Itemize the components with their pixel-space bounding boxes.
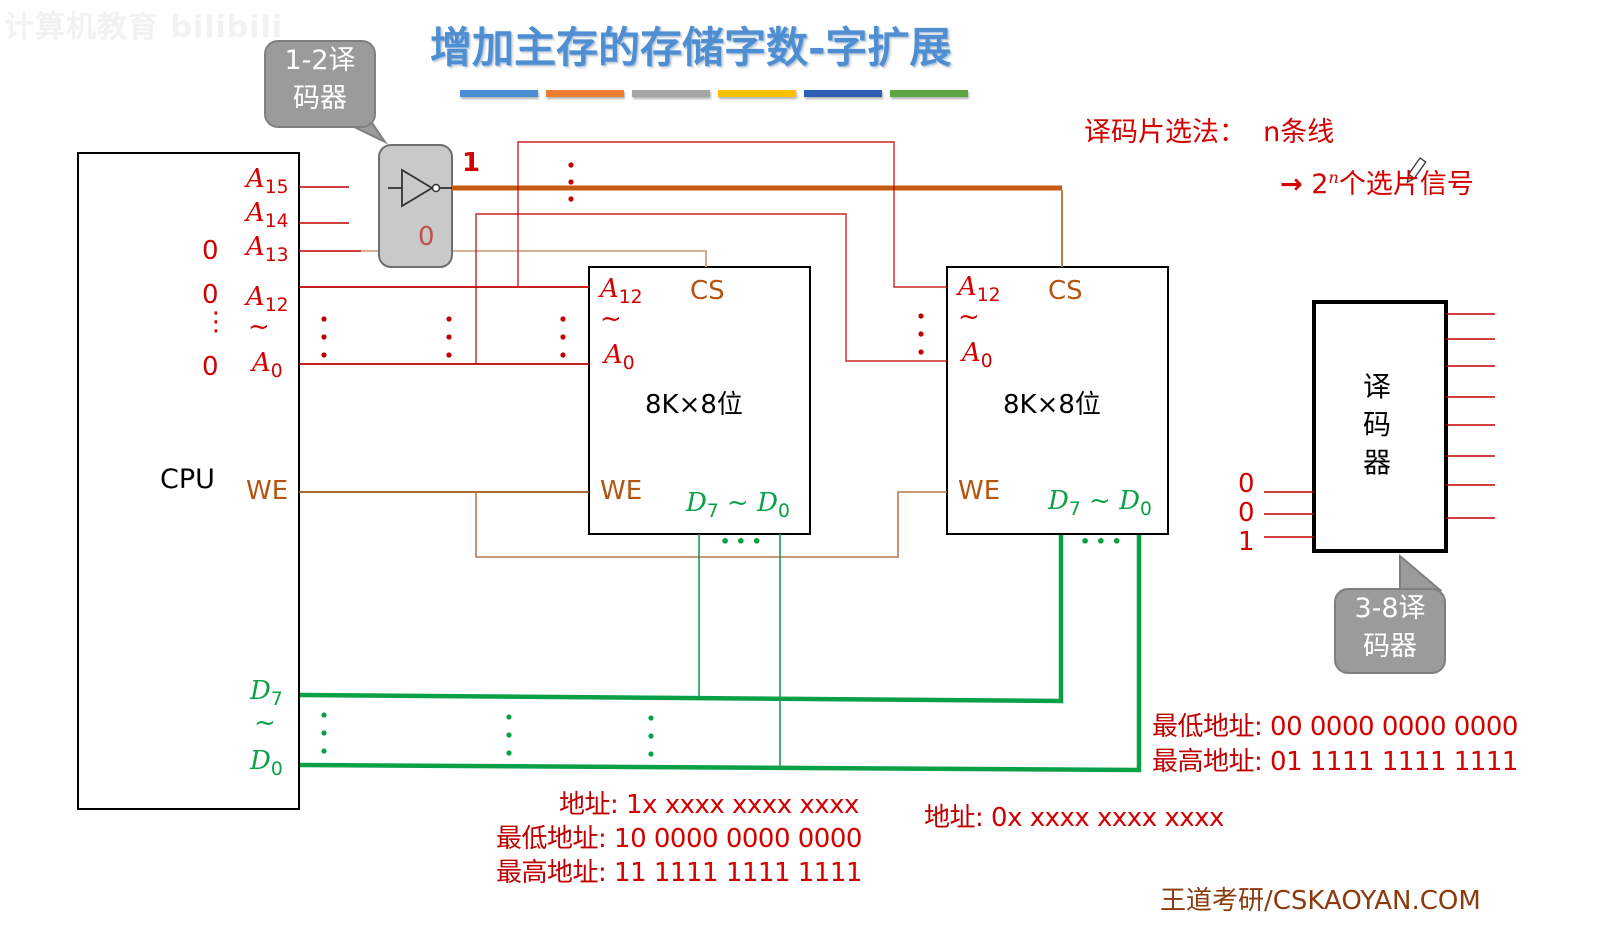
cpu-pin-a13: A13 [246, 232, 289, 266]
bit-value-a12: 0 [202, 280, 219, 310]
wire-bus-d7 [299, 535, 1064, 704]
chip-2-box [946, 266, 1169, 535]
decoder-1-2-output-0: 0 [418, 222, 435, 252]
arrow-right-icon: → [1280, 169, 1303, 200]
cpu-pin-a-tilde: ~ [248, 312, 270, 342]
pencil-cursor-icon [1406, 157, 1427, 184]
chip1-address-pattern: 地址: 1x xxxx xxxx xxxx [559, 790, 859, 820]
wire-bus-d0 [299, 535, 1142, 773]
cpu-label: CPU [160, 464, 215, 495]
cpu-pin-d0: D0 [250, 746, 283, 780]
cpu-box [77, 152, 300, 810]
cpu-pin-a0: A0 [252, 348, 283, 382]
decoder-outputs [1446, 313, 1495, 519]
chip2-pin-data: D7 ~ D0 [1048, 486, 1152, 520]
decoder-3-8-label: 译 码 器 [1363, 370, 1392, 479]
footer-brand: 王道考研/CSKAOYAN.COM [1160, 886, 1481, 916]
cpu-pin-a14: A14 [246, 198, 289, 232]
callout-1-2-decoder: 1-2译 码器 [264, 40, 376, 128]
decoder-1-2-output-1: 1 [462, 148, 481, 178]
title-bar-3 [632, 90, 710, 97]
wire-we-to-chip2 [475, 491, 947, 558]
wire-a12-to-chip2 [517, 141, 947, 288]
decoder-3-8-inputs: 0 0 1 [1238, 469, 1255, 557]
cpu-pin-a15: A15 [246, 164, 289, 198]
cpu-pin-d-tilde: ~ [254, 708, 276, 738]
chip1-pin-tilde: ~ [600, 304, 622, 334]
title-bar-2 [546, 90, 624, 97]
watermark: 计算机教育 bilibili [4, 10, 284, 45]
callout-3-8-line1: 3-8译 [1354, 593, 1426, 624]
chip1-pin-a12: A12 [600, 274, 643, 308]
chip1-pin-data: D7 ~ D0 [686, 488, 790, 522]
chip1-data-dots: • • • [720, 532, 762, 551]
chip2-address-pattern: 地址: 0x xxxx xxxx xxxx [924, 803, 1224, 833]
chip2-highest-address: 最高地址: 01 1111 1111 1111 [1152, 747, 1518, 777]
chip1-highest-address: 最高地址: 11 1111 1111 1111 [496, 858, 862, 888]
chip2-data-dots: • • • [1080, 532, 1122, 551]
bit-value-dots: ⋮ [203, 307, 229, 337]
title-bar-1 [460, 90, 538, 97]
chip1-pin-cs: CS [690, 276, 725, 306]
chip2-pin-tilde: ~ [958, 302, 980, 332]
cpu-pin-d7: D7 [250, 676, 283, 710]
title-bar-6 [890, 90, 968, 97]
chip2-pin-we: WE [958, 476, 1001, 506]
callout-3-8-line2: 码器 [1363, 631, 1417, 662]
chip2-capacity: 8K×8位 [1003, 390, 1101, 420]
callout-1-2-line1: 1-2译 [284, 45, 356, 76]
bit-value-a0: 0 [202, 352, 219, 382]
page-title: 增加主存的存储字数-字扩展 [430, 23, 952, 72]
callout-1-2-line2: 码器 [293, 83, 347, 114]
wire-a0-to-chip2 [475, 213, 947, 364]
chip2-lowest-address: 最低地址: 00 0000 0000 0000 [1152, 712, 1518, 742]
chip2-pin-a12: A12 [958, 272, 1001, 306]
cpu-pin-we: WE [246, 476, 289, 506]
decoder-3-8-box [1312, 300, 1448, 553]
chip1-pin-we: WE [600, 476, 643, 506]
decoder-1-2-box [378, 144, 453, 268]
chip1-lowest-address: 最低地址: 10 0000 0000 0000 [496, 824, 862, 854]
chip1-capacity: 8K×8位 [645, 390, 743, 420]
note-decoder-select: 译码片选法： n条线 [1084, 117, 1335, 148]
chip1-pin-a0: A0 [604, 340, 635, 374]
chip2-pin-a0: A0 [962, 338, 993, 372]
title-underline-bars [460, 90, 968, 97]
chip1-address-block: 地址: 1x xxxx xxxx xxxx 最低地址: 10 0000 0000… [496, 788, 886, 890]
inverter-bubble [431, 183, 441, 193]
chip2-address-range: 最低地址: 00 0000 0000 0000 最高地址: 01 1111 11… [1152, 710, 1518, 780]
callout-3-8-pointer [1399, 553, 1443, 591]
bit-value-a13: 0 [202, 236, 219, 266]
note-select-signals: → 2n个选片信号 [1280, 168, 1474, 200]
title-bar-5 [804, 90, 882, 97]
callout-3-8-decoder: 3-8译 码器 [1334, 588, 1446, 674]
chip2-pin-cs: CS [1048, 276, 1083, 306]
cpu-pin-a12: A12 [246, 282, 289, 316]
title-bar-4 [718, 90, 796, 97]
